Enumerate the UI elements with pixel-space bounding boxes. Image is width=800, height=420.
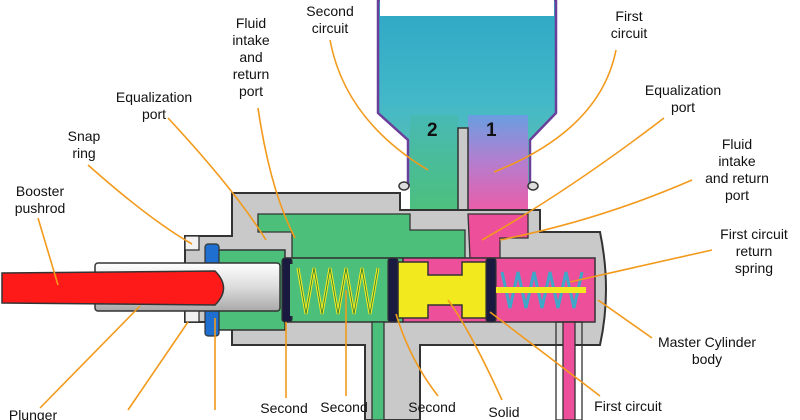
- first-outlet-tube: [562, 321, 576, 420]
- leader-cylinder-body: [597, 299, 653, 339]
- label-first-circuit-bottom: First circuit: [594, 398, 662, 414]
- leader-equalization-left: [167, 117, 267, 241]
- reservoir-clip-right: [527, 181, 539, 191]
- leader-booster-pushrod: [37, 217, 59, 286]
- leader-fluid-intake-right: [499, 179, 693, 241]
- label-solid: Solid: [488, 404, 520, 420]
- label-second-a: Second: [260, 400, 308, 416]
- snap-ring: [184, 235, 200, 251]
- label-booster-pushrod: Booster pushrod: [14, 183, 66, 216]
- label-plunger: Plunger: [8, 407, 58, 420]
- reservoir-clip-left: [398, 181, 410, 191]
- leader-return-spring: [569, 249, 713, 283]
- label-equalization-left: Equalization port: [115, 89, 193, 122]
- reservoir-left-neck-fill: [410, 115, 458, 215]
- reservoir-number-first: 1: [486, 120, 497, 141]
- leader-second-c: [395, 313, 439, 397]
- label-second-circuit-top: Second circuit: [306, 3, 354, 36]
- label-fluid-intake-left: Fluid intake and return port: [232, 15, 270, 99]
- leader-lines: [37, 39, 713, 411]
- reservoir: 2 1: [376, 0, 558, 254]
- leader-solid: [447, 299, 503, 401]
- reservoir-number-second: 2: [427, 120, 438, 141]
- leader-plunger: [39, 305, 141, 409]
- label-master-cylinder-body: Master Cylinder body: [657, 334, 757, 367]
- second-circuit-spring: [290, 264, 380, 316]
- label-second-b: Second: [320, 399, 368, 415]
- label-equalization-right: Equalization port: [644, 82, 722, 115]
- leader-snap-ring: [87, 164, 193, 245]
- label-first-circuit-top: First circuit: [610, 8, 648, 41]
- second-spring-shadow: [297, 267, 379, 315]
- second-outlet-tube: [371, 321, 385, 420]
- reservoir-top-clear: [380, 0, 554, 16]
- first-spring-coil: [500, 271, 584, 309]
- leader-second-circuit: [329, 39, 429, 171]
- first-circuit-return-spring: [496, 271, 586, 309]
- plunger-assembly: [1, 262, 281, 312]
- secondary-piston: [387, 257, 497, 323]
- leader-fluid-intake-left: [257, 107, 296, 239]
- label-first-circuit-return-spring: First circuit return spring: [720, 226, 788, 276]
- leader-bottom-2: [127, 321, 189, 411]
- leader-equalization-right: [481, 117, 665, 241]
- label-snap-ring: Snap ring: [67, 128, 101, 161]
- booster-pushrod: [1, 270, 225, 306]
- leader-first-circuit-bottom: [489, 311, 601, 397]
- label-second-c: Second: [408, 399, 456, 415]
- secondary-seal-left: [387, 257, 399, 323]
- reservoir-right-neck-fill: [468, 115, 528, 215]
- label-fluid-intake-right: Fluid intake and return port: [705, 136, 769, 203]
- leader-first-circuit: [493, 49, 617, 173]
- first-outlet-casing: [555, 321, 583, 420]
